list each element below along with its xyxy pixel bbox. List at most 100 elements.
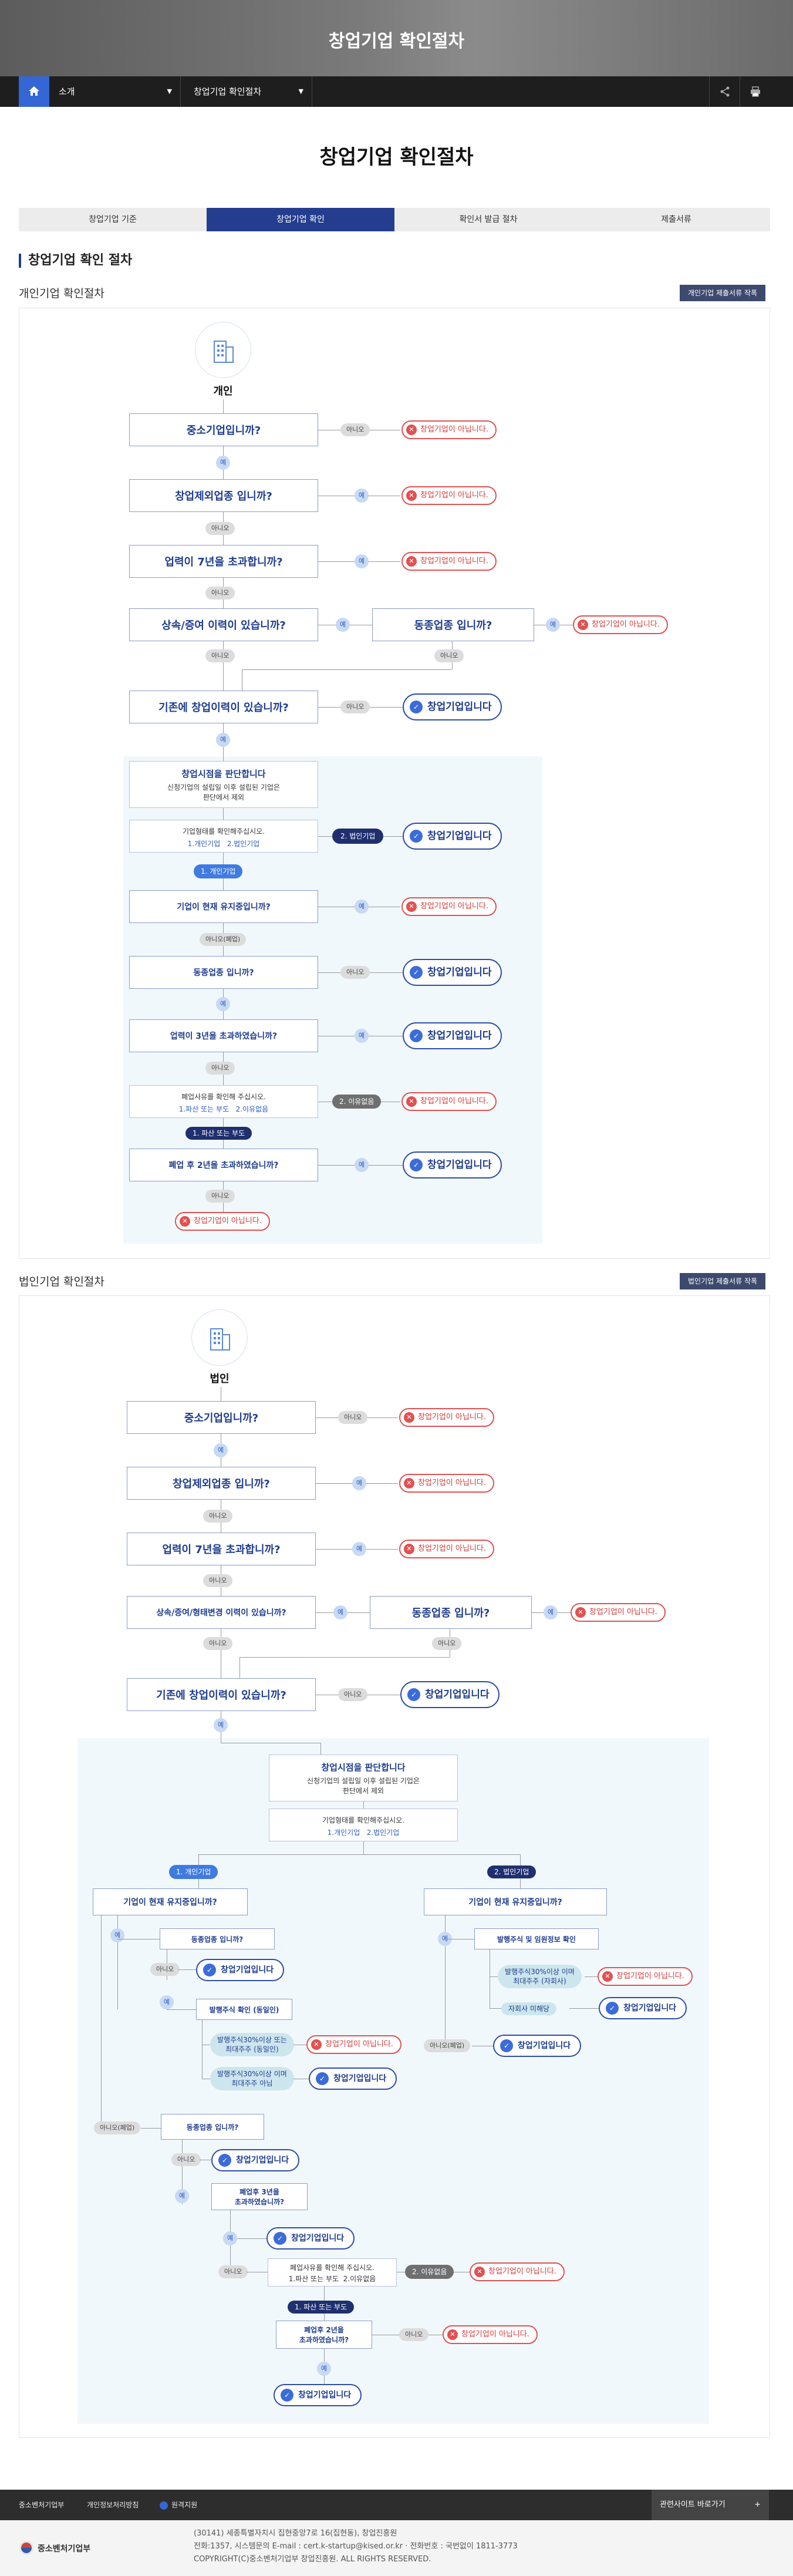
c-r-shares-c2: 최대주주 (자회사): [513, 1977, 566, 1985]
tab-criteria[interactable]: 창업기업 기준: [89, 215, 137, 224]
p-neg-7-text: 창업기업이 아닙니다.: [194, 1217, 262, 1225]
c-r-neg-1-text: 창업기업이 아닙니다.: [616, 1972, 684, 1981]
p-pos-2-text: 창업기업입니다: [427, 830, 492, 842]
corporate-subtitle: 법인기업 확인절차: [19, 1275, 104, 1288]
tab-documents[interactable]: 제출서류: [661, 215, 691, 224]
p-neg-5: ✕창업기업이 아닙니다.: [401, 897, 497, 916]
personal-who-label: 개인: [213, 385, 233, 398]
p-q-sme: 중소기업입니까?: [129, 413, 318, 446]
check-icon: ✓: [316, 2072, 329, 2085]
x-icon: ✕: [404, 1543, 414, 1554]
c-neg-2: ✕창업기업이 아닙니다.: [399, 1474, 494, 1493]
c-l-closure-r2: 2.이유없음: [343, 2275, 376, 2283]
c-r-neg-1: ✕창업기업이 아닙니다.: [598, 1967, 693, 1986]
building-icon: [214, 341, 234, 363]
personal-subtitle: 개인기업 확인절차: [19, 287, 104, 300]
c-l-closed: 아니오(폐업): [94, 2122, 141, 2134]
c-q-sme: 중소기업입니까?: [127, 1401, 316, 1434]
p-yes-label: 예: [355, 489, 369, 503]
c-r-closed: 아니오(폐업): [424, 2039, 471, 2052]
p-neg-4-text: 창업기업이 아닙니다.: [592, 620, 660, 629]
c-no-label: 아니오: [338, 1688, 368, 1701]
p-neg-6-text: 창업기업이 아닙니다.: [420, 1097, 488, 1106]
c-l-q-same2: 동종업종 입니까?: [161, 2114, 264, 2140]
p-yes-label: 예: [336, 618, 350, 632]
p-closed-label: 아니오(폐업): [200, 933, 247, 946]
p-no-label: 아니오: [205, 1062, 235, 1075]
c-yes-label: 예: [352, 1542, 366, 1556]
c-l-neg-3-text: 창업기업이 아닙니다.: [461, 2330, 529, 2339]
page-title: 창업기업 확인절차: [319, 146, 474, 169]
corporate-download-button[interactable]: 법인기업 제출서류 작폭: [680, 1273, 766, 1289]
x-icon: ✕: [404, 1412, 414, 1423]
p-yes-label: 예: [216, 733, 230, 747]
c-yes-label: 예: [223, 2231, 237, 2245]
related-sites-label: 관련사이트 바로가기: [660, 2500, 725, 2509]
home-button[interactable]: [19, 76, 49, 107]
c-l-q-maintain: 기업이 현재 유지중입니까?: [93, 1888, 248, 1915]
x-icon: ✕: [311, 2039, 322, 2050]
c-l-closure-title: 폐업사유를 확인해 주십시오.: [290, 2264, 374, 2272]
footer-address: (30141) 세종특별자치시 집현중앙7로 16(집현동), 창업진흥원: [194, 2529, 397, 2538]
c-l-q-3yr-1: 폐업후 3년을: [239, 2188, 279, 2196]
c-l-neg-2-text: 창업기업이 아닙니다.: [488, 2267, 556, 2276]
caret-down-icon: ▼: [167, 87, 172, 95]
c-l-q-3yr-2: 초과하였습니까?: [234, 2198, 285, 2206]
c-neg-1: ✕창업기업이 아닙니다.: [399, 1408, 494, 1427]
c-r-subsidiary: 자회사 미해당: [501, 2002, 557, 2015]
x-icon: ✕: [602, 1971, 613, 1982]
footer-copyright: COPYRIGHT(C)중소벤처기업부 창업진흥원. ALL RIGHTS RE…: [194, 2555, 431, 2564]
c-l-pos-4-text: 창업기업입니다: [291, 2234, 345, 2243]
p-q-2yr: 폐업 후 2년을 초과하였습니까?: [129, 1149, 318, 1181]
p-judge-box: 창업시점을 판단합니다 신청기업의 설립일 이후 설립된 기업은 판단에서 제외: [129, 761, 318, 808]
x-icon: ✕: [406, 555, 417, 567]
personal-icon-wrap: [195, 322, 251, 378]
p-neg-6: ✕창업기업이 아닙니다.: [401, 1092, 497, 1111]
x-icon: ✕: [406, 424, 417, 435]
share-icon: [720, 86, 730, 97]
c-no-label: 아니오: [399, 2328, 429, 2341]
c-l-pos-5-text: 창업기업입니다: [298, 2390, 352, 2400]
p-closure-box: 폐업사유를 확인해 주십시오. 1.파산 또는 부도 2.이유없음: [129, 1085, 318, 1118]
footer-link-privacy[interactable]: 개인정보처리방침: [87, 2501, 139, 2509]
personal-download-button[interactable]: 개인기업 제출서류 작폭: [680, 285, 766, 301]
c-l-q-2yr-2: 초과하였습니까?: [299, 2336, 349, 2344]
p-closure-r2: 2.이유없음: [235, 1105, 269, 1113]
c-l-pos-3-text: 창업기업입니다: [236, 2156, 289, 2165]
c-r-pos-2: ✓창업기업입니다: [493, 2035, 582, 2057]
c-l-pos-1-text: 창업기업입니다: [221, 1965, 274, 1975]
c-l-pos-1: ✓창업기업입니다: [196, 1959, 285, 1981]
c-l-neg-1: ✕창업기업이 아닙니다.: [306, 2035, 401, 2054]
related-sites-select[interactable]: 관련사이트 바로가기+: [652, 2490, 769, 2520]
c-yes-label: 예: [110, 1928, 124, 1942]
footer-link-remote[interactable]: 원격지원: [160, 2490, 197, 2520]
check-icon: ✓: [410, 830, 423, 843]
tab-issue-procedure[interactable]: 확인서 발급 절차: [459, 215, 518, 224]
c-r-shares-check: 발행주식 및 임원정보 확인: [474, 1928, 599, 1949]
p-noreason-pill: 2. 이유없음: [332, 1095, 382, 1109]
c-l-neg-2: ✕창업기업이 아닙니다.: [470, 2262, 565, 2281]
print-button[interactable]: [740, 76, 770, 107]
p-judge-sub2: 판단에서 제외: [203, 793, 245, 802]
corporate-icon-wrap: [191, 1309, 248, 1366]
tab-confirm[interactable]: 창업기업 확인: [207, 208, 394, 231]
p-no-label: 아니오: [205, 587, 235, 600]
c-l-q-same: 동종업종 입니까?: [160, 1928, 275, 1949]
nav-select-2[interactable]: 창업기업 확인절차 ▼: [181, 76, 312, 107]
p-closure-title: 폐업사유를 확인해 주십시오.: [181, 1093, 266, 1101]
footer-logo: 중소벤처기업부: [19, 2537, 171, 2560]
x-icon: ✕: [180, 1215, 190, 1227]
c-l-shares: 발행주식 확인 (동일인): [196, 1999, 292, 2020]
check-icon: ✓: [407, 1688, 420, 1701]
c-l-noreason: 2. 이유없음: [405, 2265, 454, 2279]
footer-link-ministry[interactable]: 중소벤처기업부: [19, 2501, 65, 2509]
p-yes-label: 예: [355, 1158, 369, 1172]
c-no-label: 아니오: [432, 1637, 462, 1650]
p-neg-5-text: 창업기업이 아닙니다.: [420, 902, 488, 911]
c-yes-label: 예: [214, 1718, 228, 1732]
nav-select-1[interactable]: 소개 ▼: [49, 76, 181, 107]
share-button[interactable]: [709, 76, 740, 107]
c-l-closure-r1: 1.파산 또는 부도: [288, 2275, 339, 2283]
c-q-same: 동종업종 입니까?: [370, 1596, 532, 1629]
